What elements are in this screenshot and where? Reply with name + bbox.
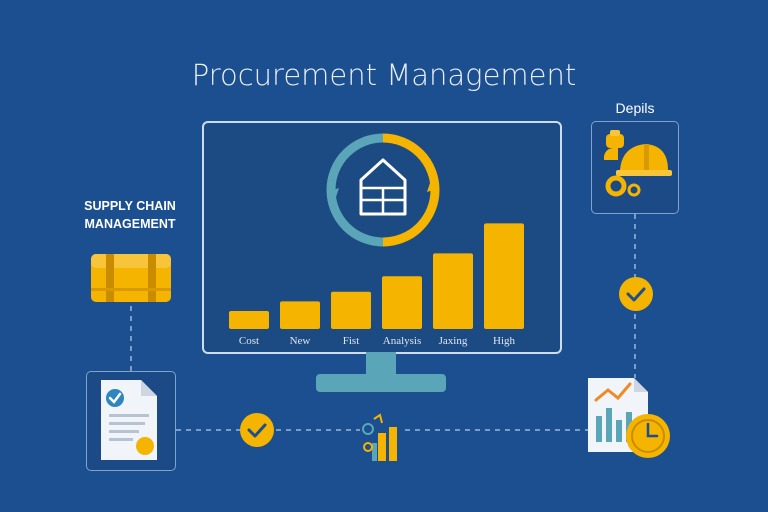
bar-label-new: New xyxy=(289,335,311,347)
cycle-house-icon xyxy=(326,133,440,247)
bar-label-jaxing: Jaxing xyxy=(438,335,468,347)
check-circle-icon-bottom xyxy=(240,413,274,447)
bar-label-fist: Fist xyxy=(342,335,360,347)
supply-chain-line1: SUPPLY CHAIN xyxy=(84,199,176,213)
bar-jaxing xyxy=(433,253,473,329)
bar-label-high: High xyxy=(493,335,515,347)
briefcase-icon xyxy=(91,254,171,302)
check-circle-icon-right xyxy=(619,277,653,311)
hard-hat-icon xyxy=(604,130,672,197)
report-clock-icon xyxy=(588,378,670,458)
bar-new xyxy=(280,301,320,329)
bar-label-cost: Cost xyxy=(238,335,260,347)
page-title: Procurement Management xyxy=(191,58,577,92)
small-chart-icon xyxy=(362,413,397,461)
bar-high xyxy=(484,223,524,329)
supply-chain-label: SUPPLY CHAIN MANAGEMENT xyxy=(70,197,190,233)
monitor-stand xyxy=(316,352,446,392)
supply-chain-line2: MANAGEMENT xyxy=(84,217,176,231)
bar-cost xyxy=(229,311,269,329)
bar-analysis xyxy=(382,276,422,329)
bar-label-analysis: Analysis xyxy=(382,335,422,347)
bar-chart xyxy=(229,223,524,329)
depils-label: Depils xyxy=(615,100,655,116)
bar-fist xyxy=(331,291,371,329)
document-icon xyxy=(101,380,157,460)
